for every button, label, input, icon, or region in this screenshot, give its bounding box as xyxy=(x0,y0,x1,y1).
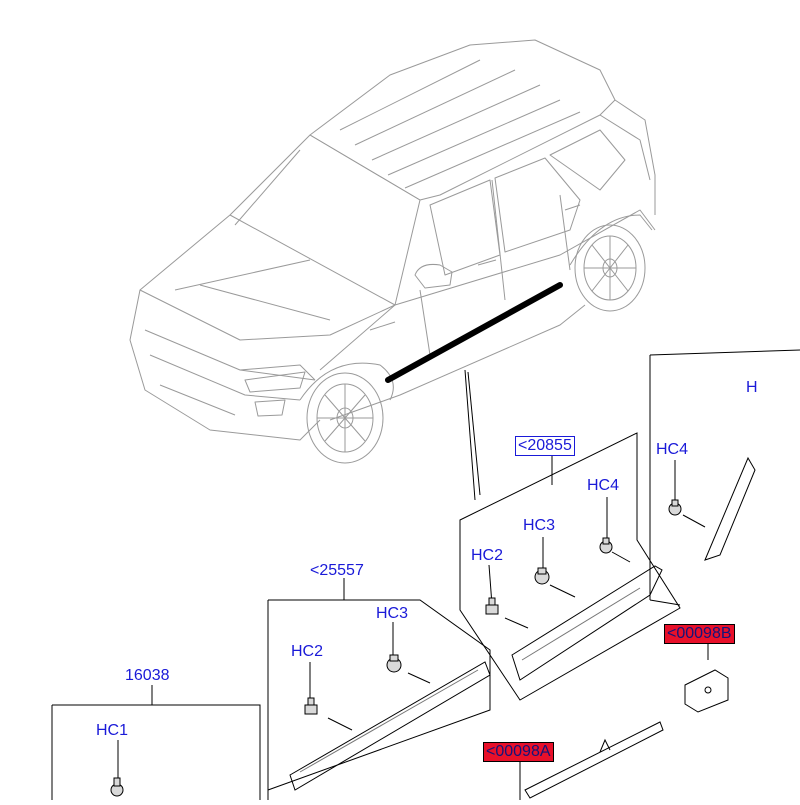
moulding-parts xyxy=(289,456,756,799)
vehicle-illustration xyxy=(129,39,656,464)
callout-ref-00098a[interactable]: <00098A xyxy=(483,742,554,762)
clip-hc3-rear xyxy=(534,567,550,585)
clip-hc2-rear xyxy=(485,597,499,615)
clip-label-hc2-front: HC2 xyxy=(291,643,324,660)
clip-hc3-front xyxy=(386,654,402,673)
callout-ref-00098b[interactable]: <00098B xyxy=(664,624,735,644)
clip-label-hc3-front: HC3 xyxy=(376,605,409,622)
clip-label-hc4-right: HC4 xyxy=(656,441,689,458)
callout-ref-20855[interactable]: <20855 xyxy=(515,436,575,456)
sill-moulding-highlight xyxy=(385,282,563,383)
clip-label-truncated-h: H xyxy=(746,379,758,396)
leader-lines xyxy=(51,349,800,800)
clip-label-hc2-rear: HC2 xyxy=(471,547,504,564)
clip-fasteners xyxy=(110,499,682,797)
clip-hc2-front xyxy=(304,697,318,715)
clip-hc4-rear xyxy=(599,537,613,554)
clip-hc1 xyxy=(110,777,124,797)
clip-label-hc3-rear: HC3 xyxy=(523,517,556,534)
callout-part-16038[interactable]: 16038 xyxy=(125,667,170,684)
clip-hc4-right xyxy=(668,499,682,516)
callout-ref-25557[interactable]: <25557 xyxy=(310,562,364,579)
clip-label-hc1: HC1 xyxy=(96,722,129,739)
clip-label-hc4-rear: HC4 xyxy=(587,477,620,494)
